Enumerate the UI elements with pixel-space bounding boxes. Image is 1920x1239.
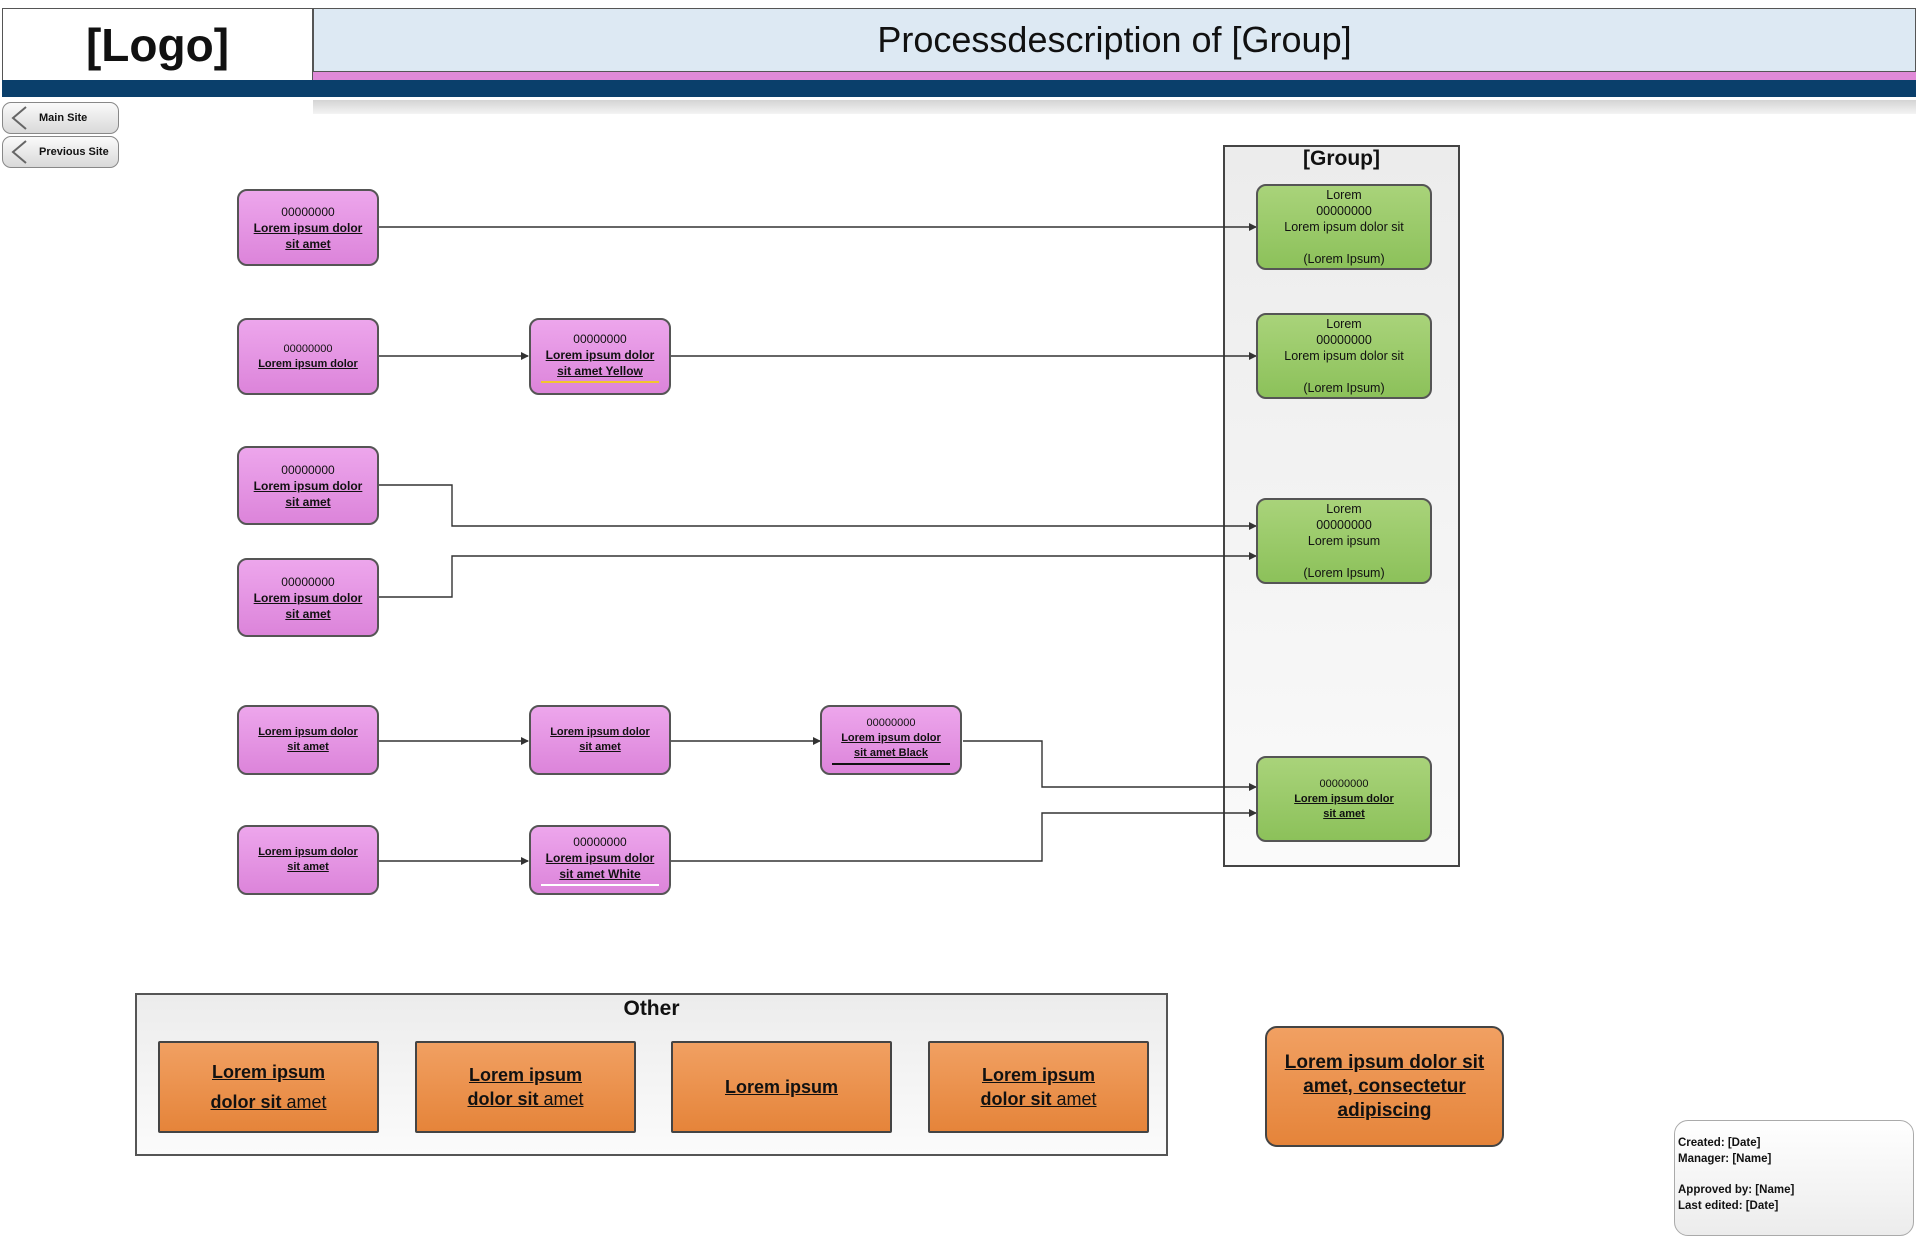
node-link: sit amet	[285, 606, 331, 621]
group-node-title: Lorem	[1326, 502, 1362, 516]
other-item-1[interactable]: Lorem ipsum dolor sit amet	[158, 1041, 379, 1133]
page-title: Processdescription of [Group]	[313, 8, 1916, 72]
group-node-sub: (Lorem Ipsum)	[1303, 566, 1385, 580]
logo: [Logo]	[2, 8, 313, 82]
group-node-sub: (Lorem Ipsum)	[1303, 252, 1385, 266]
white-color-bar	[541, 884, 659, 886]
other-item-line: amet	[538, 1089, 584, 1109]
other-item-line: Lorem ipsum	[211, 1062, 326, 1082]
header-navy-bar	[2, 80, 1916, 97]
side-link-label: Lorem ipsum dolor sit amet, consectetur …	[1284, 1051, 1485, 1121]
node-number: 00000000	[281, 574, 335, 589]
node-number: 00000000	[281, 204, 335, 219]
node-link: sit amet	[287, 741, 329, 753]
manager-name: Manager: [Name]	[1678, 1153, 1772, 1165]
process-node-r4a[interactable]: 00000000 Lorem ipsum dolor sit amet	[237, 558, 379, 637]
title-accent-bar	[313, 72, 1916, 80]
node-link: Lorem ipsum dolor	[258, 357, 358, 370]
other-item-4[interactable]: Lorem ipsum dolor sit amet	[928, 1041, 1149, 1133]
node-link: Lorem ipsum dolor	[253, 478, 363, 493]
node-link: sit amet	[287, 861, 329, 873]
group-node-link: sit amet	[1323, 807, 1365, 820]
node-link: sit amet White	[559, 867, 641, 881]
chevron-left-icon	[11, 140, 27, 164]
group-node-2[interactable]: Lorem 00000000 Lorem ipsum dolor sit (Lo…	[1256, 313, 1432, 399]
previous-site-button[interactable]: Previous Site	[2, 136, 119, 168]
group-node-title: Lorem	[1326, 188, 1362, 202]
document-info-box: Created: [Date] Manager: [Name] Approved…	[1674, 1120, 1914, 1236]
group-node-label: Lorem ipsum	[1307, 534, 1381, 548]
node-link: sit amet	[285, 236, 331, 251]
group-node-4[interactable]: 00000000 Lorem ipsum dolor sit amet	[1256, 756, 1432, 842]
node-link: sit amet	[579, 741, 621, 753]
connector-r5c-g4	[963, 740, 1257, 791]
node-link: Lorem ipsum dolor	[253, 590, 363, 605]
group-node-number: 00000000	[1319, 777, 1369, 790]
node-number: 00000000	[281, 462, 335, 477]
previous-site-label: Previous Site	[39, 146, 109, 158]
other-item-line: Lorem ipsum	[724, 1077, 839, 1097]
node-link: Lorem ipsum dolor	[258, 726, 358, 738]
process-node-r6b[interactable]: 00000000 Lorem ipsum dolor sit amet Whit…	[529, 825, 671, 895]
connector-r4a-g3	[379, 552, 1257, 598]
group-node-1[interactable]: Lorem 00000000 Lorem ipsum dolor sit (Lo…	[1256, 184, 1432, 270]
other-item-line: amet	[1051, 1089, 1097, 1109]
other-item-line: dolor sit	[980, 1089, 1052, 1109]
node-link: sit amet Yellow	[557, 363, 643, 378]
connector-r6b-g4	[671, 809, 1257, 862]
node-link: sit amet Black	[854, 746, 928, 759]
group-node-label: Lorem ipsum dolor sit	[1284, 220, 1404, 234]
group-node-sub: (Lorem Ipsum)	[1303, 381, 1385, 395]
created-date: Created: [Date]	[1678, 1137, 1761, 1149]
main-site-button[interactable]: Main Site	[2, 102, 119, 134]
group-node-3[interactable]: Lorem 00000000 Lorem ipsum (Lorem Ipsum)	[1256, 498, 1432, 584]
other-item-3[interactable]: Lorem ipsum	[671, 1041, 892, 1133]
approved-by: Approved by: [Name]	[1678, 1184, 1795, 1196]
header-shadow	[313, 100, 1916, 114]
process-node-r5b[interactable]: Lorem ipsum dolor sit amet	[529, 705, 671, 775]
process-node-r1a[interactable]: 00000000 Lorem ipsum dolor sit amet	[237, 189, 379, 266]
chevron-left-icon	[11, 106, 27, 130]
node-number: 00000000	[283, 342, 333, 355]
black-color-bar	[832, 762, 950, 765]
process-node-r6a[interactable]: Lorem ipsum dolor sit amet	[237, 825, 379, 895]
group-node-title: Lorem	[1326, 317, 1362, 331]
other-item-line: Lorem ipsum	[981, 1065, 1096, 1085]
group-node-number: 00000000	[1316, 518, 1372, 532]
process-node-r3a[interactable]: 00000000 Lorem ipsum dolor sit amet	[237, 446, 379, 525]
node-link: Lorem ipsum dolor	[841, 731, 941, 744]
other-item-line: amet	[281, 1092, 327, 1112]
side-link-button[interactable]: Lorem ipsum dolor sit amet, consectetur …	[1265, 1026, 1504, 1147]
node-number: 00000000	[573, 835, 627, 849]
node-link: Lorem ipsum dolor	[545, 851, 655, 865]
node-number: 00000000	[573, 331, 627, 346]
process-node-r5c[interactable]: 00000000 Lorem ipsum dolor sit amet Blac…	[820, 705, 962, 775]
process-node-r5a[interactable]: Lorem ipsum dolor sit amet	[237, 705, 379, 775]
main-site-label: Main Site	[39, 112, 88, 124]
group-node-label: Lorem ipsum dolor sit	[1284, 349, 1404, 363]
node-link: Lorem ipsum dolor	[253, 220, 363, 235]
yellow-color-bar	[541, 380, 659, 383]
node-link: Lorem ipsum dolor	[550, 726, 650, 738]
node-link: sit amet	[285, 494, 331, 509]
other-item-line: dolor sit	[210, 1092, 282, 1112]
connector-r3a-g3	[379, 484, 1257, 530]
last-edited-date: Last edited: [Date]	[1678, 1200, 1779, 1212]
node-link: Lorem ipsum dolor	[545, 347, 655, 362]
other-item-line: Lorem ipsum	[468, 1065, 583, 1085]
group-node-number: 00000000	[1316, 204, 1372, 218]
node-link: Lorem ipsum dolor	[258, 846, 358, 858]
other-title: Other	[623, 997, 680, 1020]
other-item-line: dolor sit	[467, 1089, 539, 1109]
group-title: [Group]	[1303, 147, 1380, 170]
group-node-link: Lorem ipsum dolor	[1294, 792, 1394, 805]
process-node-r2b[interactable]: 00000000 Lorem ipsum dolor sit amet Yell…	[529, 318, 671, 395]
process-node-r2a[interactable]: 00000000 Lorem ipsum dolor	[237, 318, 379, 395]
node-number: 00000000	[866, 716, 916, 729]
group-node-number: 00000000	[1316, 333, 1372, 347]
other-item-2[interactable]: Lorem ipsum dolor sit amet	[415, 1041, 636, 1133]
